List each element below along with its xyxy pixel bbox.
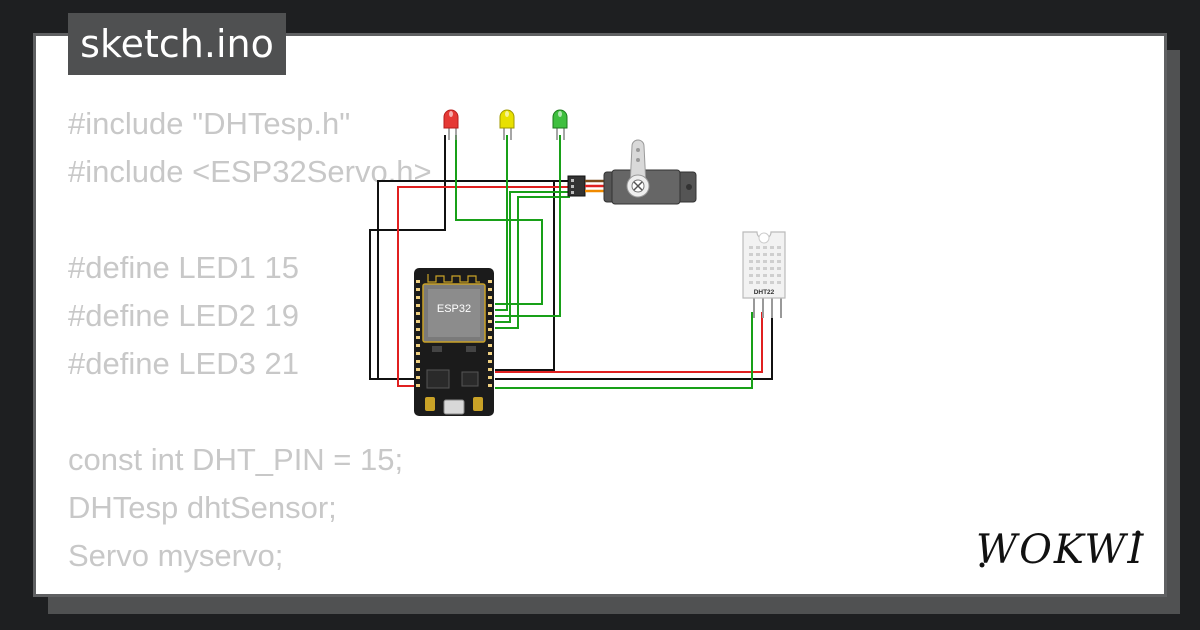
code-line: DHTesp dhtSensor; <box>68 490 337 525</box>
led-red <box>443 109 459 140</box>
code-line: #define LED2 19 <box>68 298 299 333</box>
wire-red <box>397 186 570 387</box>
code-line: const int DHT_PIN = 15; <box>68 442 404 477</box>
code-line: #include <ESP32Servo.h> <box>68 154 432 189</box>
servo-motor <box>567 139 697 205</box>
code-line: Servo myservo; <box>68 538 284 573</box>
wire-red <box>495 312 763 373</box>
wire-black <box>495 180 573 371</box>
code-preview: #include "DHTesp.h" #include <ESP32Servo… <box>68 100 432 580</box>
wokwi-logo-text: WOKWI <box>976 527 1145 573</box>
led-green <box>552 109 568 140</box>
wire-green <box>495 196 570 329</box>
code-line: #define LED3 21 <box>68 346 299 381</box>
file-name-tab[interactable]: sketch.ino <box>68 13 286 75</box>
wire-green <box>495 135 561 317</box>
wire-green <box>495 191 570 323</box>
esp32-board: ESP32 <box>414 268 494 416</box>
dht22-label: DHT22 <box>754 289 775 296</box>
wires <box>369 135 773 389</box>
code-line: #define LED1 15 <box>68 250 299 285</box>
wire-green <box>495 312 753 389</box>
wire-green <box>455 135 543 305</box>
dht22-sensor: DHT22 <box>742 231 786 318</box>
wire-black <box>495 312 773 380</box>
code-line: #include "DHTesp.h" <box>68 106 351 141</box>
wokwi-logo[interactable]: WOKWI <box>976 525 1152 573</box>
led-yellow <box>499 109 515 140</box>
esp32-label: ESP32 <box>437 303 471 315</box>
preview-card <box>33 33 1167 597</box>
wire-black <box>369 135 446 380</box>
wire-green <box>495 135 508 311</box>
